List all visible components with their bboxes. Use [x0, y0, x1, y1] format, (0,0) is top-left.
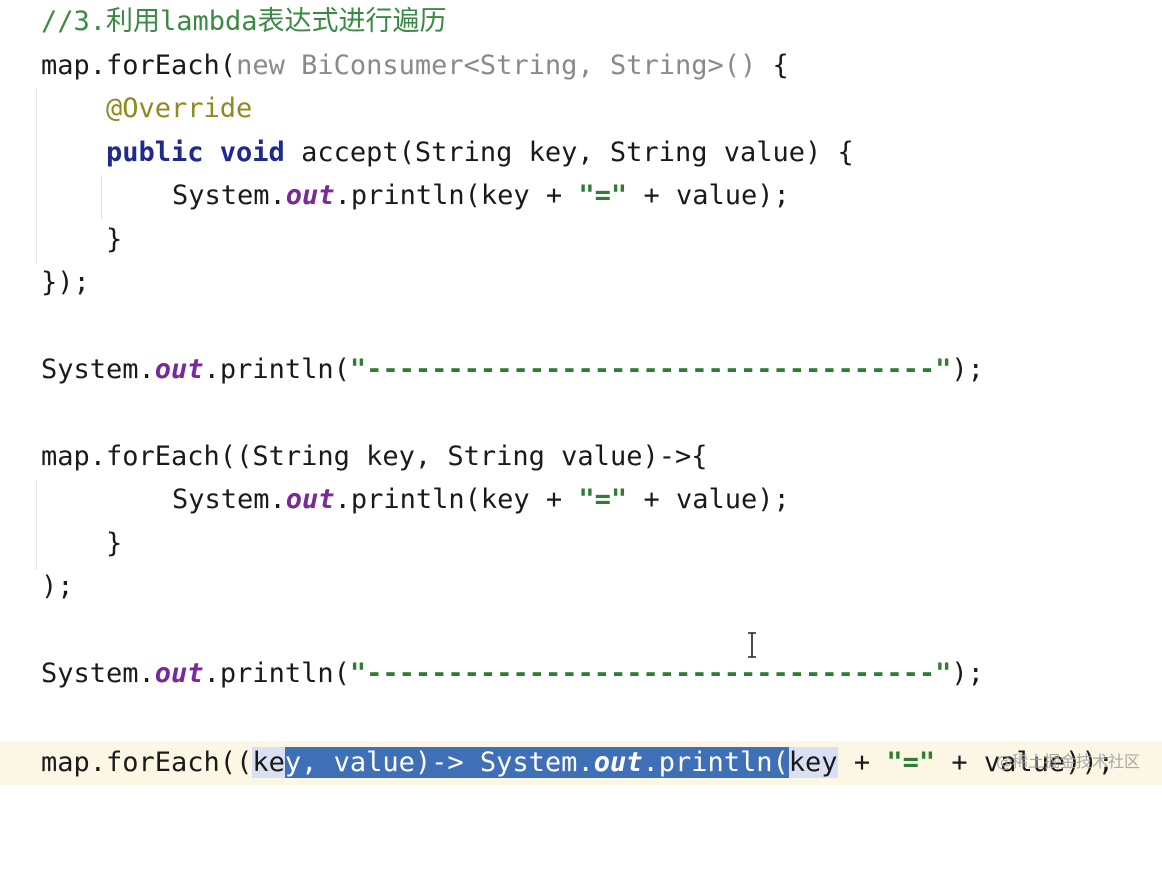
code-token-group: map.forEach((key, value)-> System.out.pr…: [41, 741, 1114, 785]
code-text: accept(String key, String value) {: [284, 137, 854, 168]
code-line-7[interactable]: });: [0, 263, 1162, 303]
code-text: System.: [41, 658, 155, 689]
code-text: );: [951, 658, 984, 689]
text-selection[interactable]: y, value)-> System.out.println(: [284, 747, 789, 778]
indent-guide: [36, 88, 37, 264]
code-line-10[interactable]: System.out.println(key + "=" + value);: [0, 480, 1162, 520]
code-line-13[interactable]: System.out.println("--------------------…: [0, 654, 1162, 694]
string-literal: "=": [578, 484, 628, 515]
selected-text: y, value)-> System.: [284, 747, 594, 778]
code-text: .println(: [203, 658, 350, 689]
code-text: map.forEach((String key, String value)->…: [41, 441, 708, 472]
code-token-group: System.out.println("--------------------…: [41, 350, 984, 390]
code-line-3[interactable]: @Override: [0, 89, 1162, 129]
code-line-9[interactable]: map.forEach((String key, String value)->…: [0, 437, 1162, 477]
annotation-text: @Override: [106, 93, 253, 124]
static-field-text: out: [154, 354, 204, 385]
code-line-1[interactable]: //3.利用lambda表达式进行遍历: [0, 2, 1162, 42]
code-text: map.forEach((: [41, 747, 253, 778]
code-text: +: [837, 747, 887, 778]
ibeam-cursor-icon: [748, 632, 756, 658]
code-line-11[interactable]: }: [0, 524, 1162, 564]
code-text: .println(key +: [334, 484, 579, 515]
comment-text: //3.利用lambda表达式进行遍历: [41, 6, 447, 37]
code-line-14-current[interactable]: map.forEach((key, value)-> System.out.pr…: [0, 741, 1162, 785]
code-text: System.: [172, 484, 286, 515]
code-text: );: [951, 354, 984, 385]
code-token-group: map.forEach(new BiConsumer<String, Strin…: [41, 46, 789, 86]
code-text: }: [106, 224, 123, 255]
code-editor[interactable]: //3.利用lambda表达式进行遍历 map.forEach(new BiCo…: [0, 0, 1162, 798]
watermark: @稀土掘金技术社区: [995, 752, 1140, 771]
keyword-text: public void: [106, 137, 285, 168]
code-token-group: System.out.println(key + "=" + value);: [172, 480, 790, 520]
code-text: + value);: [627, 484, 790, 515]
code-text: map.forEach(: [41, 50, 237, 81]
code-line-4[interactable]: public void accept(String key, String va…: [0, 133, 1162, 173]
selection-partial: ke: [252, 747, 285, 778]
code-text: );: [41, 571, 74, 602]
code-token-group: public void accept(String key, String va…: [106, 133, 854, 173]
code-text: .println(: [203, 354, 350, 385]
code-text-faded: new BiConsumer<String, String>(): [236, 50, 757, 81]
code-token-group: System.out.println("--------------------…: [41, 654, 984, 694]
string-literal: "-----------------------------------": [349, 658, 952, 689]
code-text: + value);: [627, 180, 790, 211]
selected-text: .println(: [642, 747, 789, 778]
static-field-text: out: [154, 658, 204, 689]
code-text: System.: [172, 180, 286, 211]
static-field-text: out: [285, 484, 335, 515]
static-field-text: out: [285, 180, 335, 211]
code-line-5[interactable]: System.out.println(key + "=" + value);: [0, 176, 1162, 216]
code-text: });: [41, 267, 90, 298]
string-literal: "=": [578, 180, 628, 211]
static-field-text: out: [593, 747, 643, 778]
code-text: System.: [41, 354, 155, 385]
selection-partial: key: [788, 747, 838, 778]
code-text: }: [106, 528, 123, 559]
code-token-group: System.out.println(key + "=" + value);: [172, 176, 790, 216]
code-line-2[interactable]: map.forEach(new BiConsumer<String, Strin…: [0, 46, 1162, 86]
string-literal: "-----------------------------------": [349, 354, 952, 385]
code-line-8[interactable]: System.out.println("--------------------…: [0, 350, 1162, 390]
code-line-12[interactable]: );: [0, 567, 1162, 607]
indent-guide: [101, 175, 102, 220]
string-literal: "=": [886, 747, 936, 778]
indent-guide: [36, 480, 37, 570]
code-text: {: [756, 50, 789, 81]
code-text: + value));: [935, 747, 1114, 778]
code-text: .println(key +: [334, 180, 579, 211]
code-line-6[interactable]: }: [0, 220, 1162, 260]
